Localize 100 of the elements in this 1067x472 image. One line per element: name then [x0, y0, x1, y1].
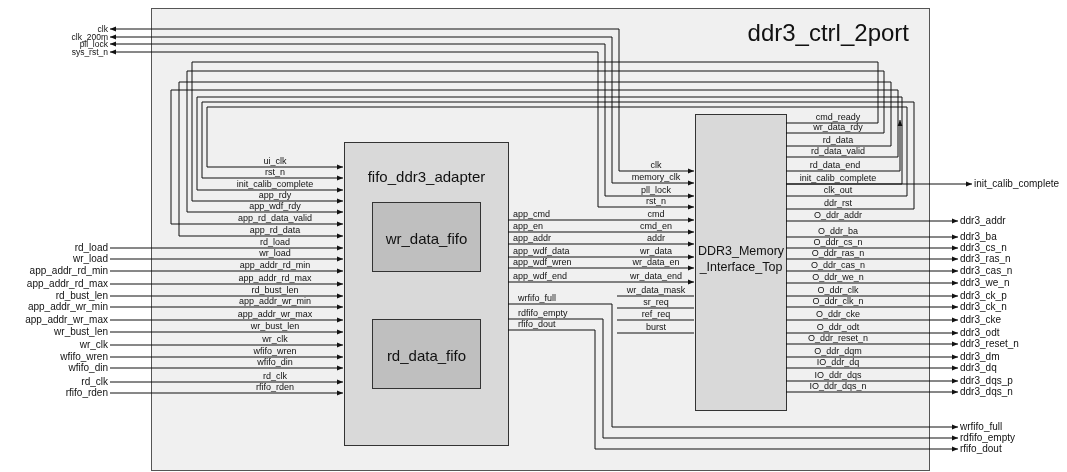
port-label: cmd	[647, 210, 665, 219]
signal-wire	[109, 245, 344, 251]
block-title: rd_data_fifo	[385, 348, 468, 363]
signal-wire	[785, 317, 959, 323]
port-label: ddr_rst	[824, 199, 852, 208]
port-name: app_addr_rd_max	[4, 279, 108, 289]
signal-label: pll_lock	[641, 186, 671, 195]
port-name: wr_bust_len	[4, 327, 108, 337]
signal-label: rfifo_rden	[256, 383, 294, 392]
signal-wire	[785, 245, 959, 251]
signal-label: O_ddr_cs_n	[813, 238, 863, 247]
port-name: wfifo_wren	[4, 352, 108, 362]
block-title: fifo_ddr3_adapter	[366, 169, 487, 184]
port-name: sys_rst_n	[8, 48, 108, 56]
signal-wire	[616, 295, 695, 297]
signal-label: app_wdf_rdy	[249, 202, 301, 211]
port-name: rd_load	[4, 243, 108, 253]
port-name: ddr3_ba	[960, 232, 1060, 242]
signal-label: wrfifo_full	[518, 294, 556, 303]
signal-wire	[785, 365, 959, 371]
signal-label: wfifo_wren	[253, 347, 297, 356]
signal-wire	[785, 218, 959, 224]
signal-wire	[785, 293, 959, 299]
port-name: init_calib_complete	[974, 179, 1066, 189]
signal-wire	[785, 280, 959, 286]
port-name: ddr3_dq	[960, 363, 1060, 373]
signal-wire	[109, 281, 344, 287]
signal-wire	[616, 319, 695, 321]
port-name: pll_lock	[8, 40, 108, 48]
port-label: wr_data	[640, 247, 672, 256]
signal-wire	[616, 307, 695, 309]
port-name: wr_clk	[4, 340, 108, 350]
signal-wire	[785, 181, 973, 187]
signal-label: wr_load	[259, 249, 291, 258]
port-name: wr_load	[4, 254, 108, 264]
port-label: cmd_ready	[815, 113, 861, 122]
signal-label: app_rd_data	[249, 226, 301, 235]
signal-wire	[616, 332, 695, 334]
signal-wire	[507, 329, 959, 452]
signal-label: rd_load	[260, 238, 290, 247]
port-label: wr_data_rdy	[813, 123, 863, 132]
port-name: rdfifo_empty	[960, 433, 1060, 443]
signal-wire	[785, 119, 903, 172]
signal-label: wfifo_din	[257, 358, 293, 367]
signal-label: app_rd_data_valid	[237, 214, 313, 223]
signal-label: memory_clk	[631, 173, 681, 182]
signal-label: rst_n	[646, 197, 666, 206]
signal-wire	[109, 329, 344, 335]
port-name: wfifo_din	[4, 363, 108, 373]
module-block	[695, 114, 787, 411]
signal-wire	[507, 303, 959, 430]
port-label: rd_data_valid	[811, 147, 865, 156]
port-name: wrfifo_full	[960, 422, 1060, 432]
fifo-block	[372, 319, 481, 389]
signal-wire	[507, 279, 695, 285]
port-label: wr_data_end	[630, 272, 682, 281]
signal-label: rd_data_end	[809, 161, 861, 170]
signal-wire	[109, 379, 344, 385]
signal-label: app_en	[513, 222, 544, 231]
signal-wire	[785, 389, 959, 395]
signal-label: O_ddr_ba	[818, 227, 858, 236]
signal-wire	[109, 390, 344, 396]
signal-label: rd_bust_len	[251, 286, 299, 295]
signal-label: rst_n	[265, 168, 285, 177]
signal-label: app_wdf_data	[513, 247, 570, 256]
port-name: ddr3_odt	[960, 328, 1060, 338]
port-label: addr	[647, 234, 665, 243]
signal-label: app_rdy	[258, 191, 292, 200]
port-name: ddr3_cas_n	[960, 266, 1060, 276]
signal-label: O_ddr_we_n	[812, 273, 864, 282]
port-name: rd_bust_len	[4, 291, 108, 301]
signal-label: ref_req	[641, 310, 671, 319]
signal-label: O_ddr_clk	[817, 286, 859, 295]
signal-label: app_addr_wr_max	[237, 310, 313, 319]
signal-wire	[507, 229, 695, 235]
signal-label: ui_clk	[263, 157, 287, 166]
signal-wire	[109, 317, 344, 323]
signal-wire	[785, 268, 959, 274]
signal-label: rd_clk	[263, 372, 287, 381]
signal-wire	[507, 254, 695, 260]
port-name: clk_200m	[8, 33, 108, 41]
signal-wire	[785, 234, 959, 240]
port-name: ddr3_cs_n	[960, 243, 1060, 253]
signal-wire	[785, 341, 959, 347]
port-name: ddr3_dqs_n	[960, 387, 1060, 397]
port-name: ddr3_ck_n	[960, 302, 1060, 312]
signal-label: O_ddr_ras_n	[811, 249, 865, 258]
signal-label: app_cmd	[513, 210, 551, 219]
signal-wire	[507, 241, 695, 247]
signal-label: app_addr_rd_min	[239, 261, 311, 270]
port-name: app_addr_wr_min	[4, 302, 108, 312]
port-name: ddr3_cke	[960, 315, 1060, 325]
port-name: app_addr_wr_max	[4, 315, 108, 325]
block-title: wr_data_fifo	[384, 231, 469, 246]
signal-wire	[109, 293, 344, 299]
port-name: ddr3_addr	[960, 216, 1060, 226]
port-name: ddr3_dm	[960, 352, 1060, 362]
signal-label: IO_ddr_dq	[816, 358, 860, 367]
signal-wire	[785, 378, 959, 384]
port-name: app_addr_rd_min	[4, 266, 108, 276]
